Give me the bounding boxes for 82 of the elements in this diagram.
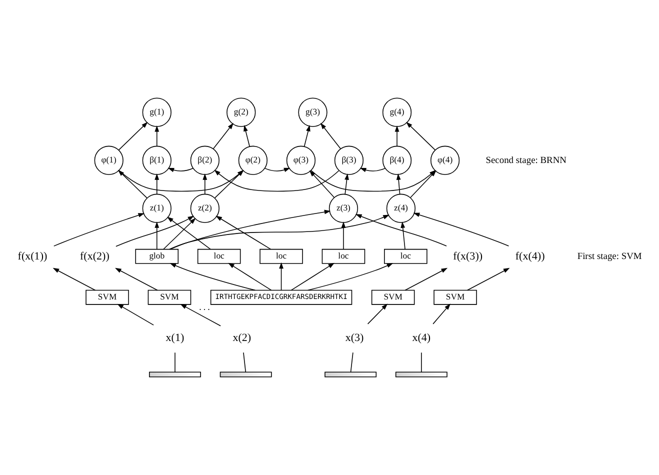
arrow	[180, 304, 221, 326]
node-text: f(x(4))	[515, 250, 545, 262]
arrow	[154, 222, 160, 250]
arrow	[114, 268, 158, 291]
arrow	[394, 125, 400, 147]
connector	[243, 352, 246, 372]
arrow	[118, 170, 148, 198]
arrow	[163, 218, 196, 250]
arrow	[154, 174, 160, 195]
node-text: x(2)	[232, 332, 252, 344]
arrow	[116, 216, 194, 247]
node-text: f(x(3))	[453, 250, 483, 262]
arrow	[404, 268, 448, 291]
node-box: loc	[384, 248, 428, 264]
node-circle: z(4)	[386, 194, 416, 223]
arrow	[466, 268, 510, 291]
arrow	[118, 170, 244, 192]
node-text: f(x(1))	[18, 250, 48, 262]
arrow	[212, 122, 234, 150]
node-box: SVM	[86, 290, 129, 305]
connector	[174, 352, 176, 372]
arrow	[228, 262, 272, 291]
arrow	[279, 262, 284, 290]
arrow	[355, 214, 447, 246]
node-box: loc	[260, 248, 303, 264]
arrow	[216, 216, 272, 250]
arrow	[244, 125, 250, 147]
node-bar	[324, 372, 377, 378]
node-bar	[220, 372, 272, 378]
arrow	[320, 122, 341, 150]
arrow	[170, 263, 256, 291]
node-box: glob	[135, 248, 179, 264]
node-text: x(4)	[412, 332, 431, 344]
node-circle: β(3)	[334, 146, 364, 175]
node-box: SVM	[148, 290, 192, 305]
arrow	[54, 213, 145, 246]
arrow	[264, 168, 290, 172]
node-text: f(x(2))	[80, 250, 110, 262]
node-bar	[149, 372, 201, 378]
node-circle: z(1)	[142, 194, 172, 223]
arrow	[367, 304, 388, 324]
node-circle: β(4)	[382, 146, 412, 175]
arrow	[154, 125, 160, 147]
node-bar	[395, 372, 448, 378]
arrow	[406, 122, 436, 150]
node-box: IRTHTGEKPFACDICGRKFARSDERKRHTKI	[210, 290, 352, 305]
arrow	[290, 262, 334, 291]
node-text: x(1)	[166, 332, 184, 344]
arrow	[52, 268, 96, 291]
arrow	[202, 174, 208, 195]
node-box: SVM	[371, 290, 415, 305]
node-box: SVM	[434, 290, 477, 305]
arrow	[432, 304, 451, 324]
node-text: x(3)	[345, 332, 364, 344]
node-circle: g(2)	[226, 98, 256, 127]
node-circle: φ(3)	[286, 146, 316, 175]
node-circle: g(3)	[298, 98, 328, 127]
arrow	[214, 170, 244, 198]
arrow	[170, 210, 331, 250]
arrow	[396, 174, 401, 195]
node-circle: β(1)	[142, 146, 172, 175]
connector	[350, 352, 354, 372]
arrow	[167, 216, 211, 250]
arrow	[413, 212, 510, 246]
arrow	[168, 168, 194, 172]
arrow	[307, 263, 394, 291]
arrow	[304, 125, 310, 147]
arrow	[309, 170, 335, 198]
arrow	[169, 214, 390, 250]
node-label: ...	[198, 303, 211, 312]
arrow	[400, 222, 406, 250]
arrow	[344, 174, 349, 195]
label: First stage: SVM	[577, 252, 642, 262]
arrow	[214, 170, 340, 192]
arrow	[117, 304, 154, 326]
label: Second stage: BRNN	[486, 156, 566, 166]
node-box: loc	[322, 248, 366, 264]
connector	[421, 352, 422, 372]
node-circle: z(3)	[328, 194, 358, 223]
arrow	[360, 168, 386, 172]
node-box: loc	[197, 248, 241, 264]
arrow	[118, 122, 148, 150]
